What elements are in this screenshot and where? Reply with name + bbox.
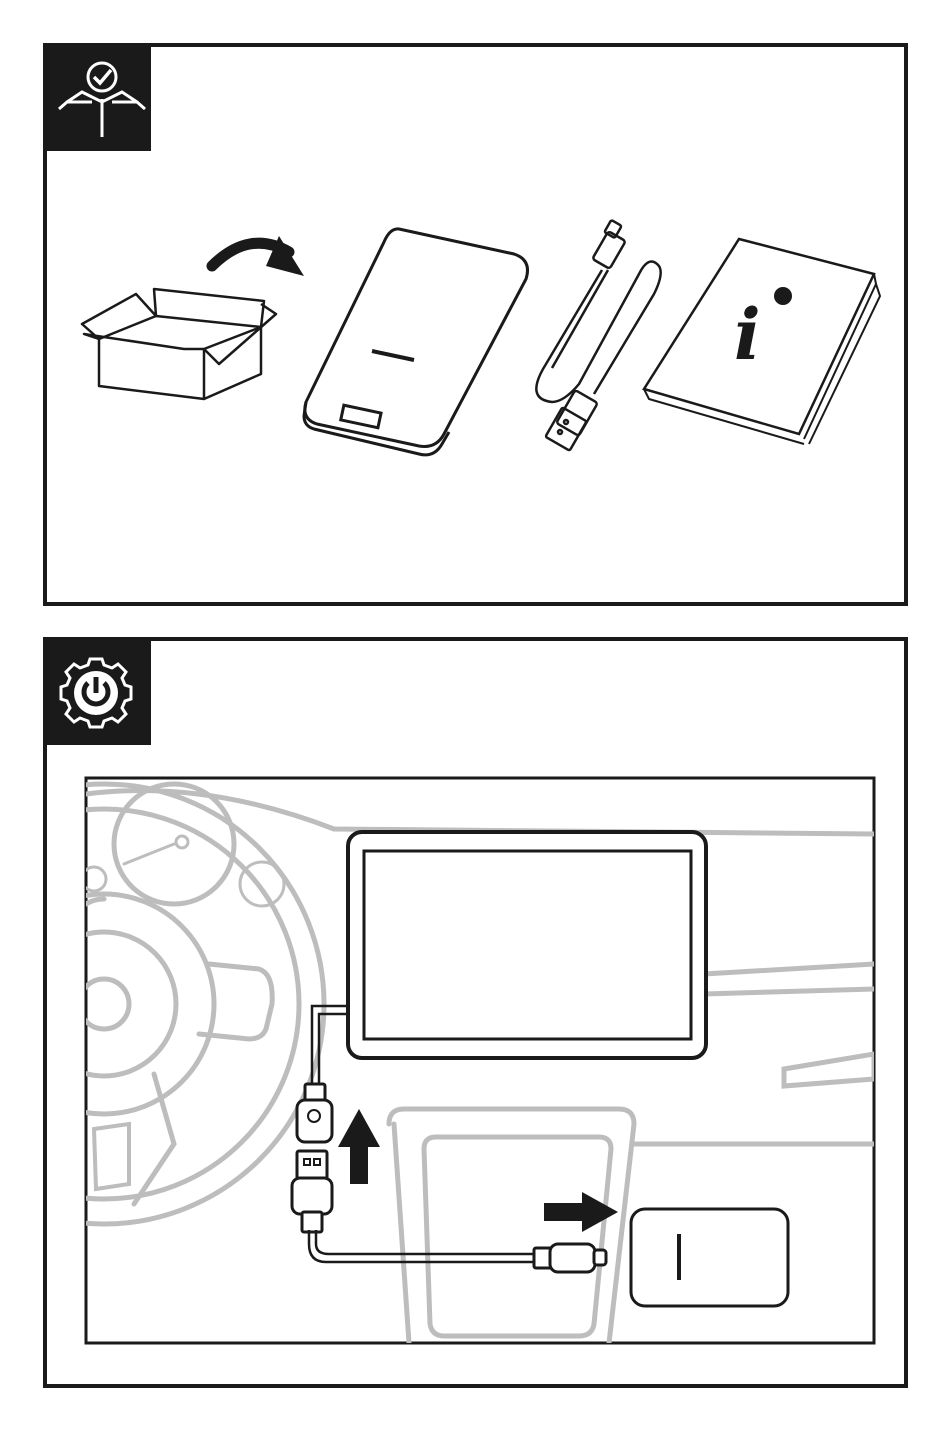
- installation-panel: [43, 637, 908, 1388]
- installation-illustration: [47, 641, 904, 1384]
- usb-cable-icon: [536, 220, 660, 451]
- wireless-adapter-icon: [304, 229, 528, 455]
- cardboard-box-icon: [82, 289, 276, 399]
- infotainment-screen-icon: [348, 832, 706, 1058]
- manual-info-glyph: i: [734, 293, 761, 376]
- manual-info-icon: i: [644, 239, 880, 444]
- unboxing-panel: i: [43, 43, 908, 606]
- arrow-curved-icon: [212, 236, 304, 276]
- adapter-device-icon: [631, 1209, 788, 1306]
- usb-c-plug-icon: [534, 1244, 606, 1272]
- unboxing-illustration: i: [47, 47, 904, 602]
